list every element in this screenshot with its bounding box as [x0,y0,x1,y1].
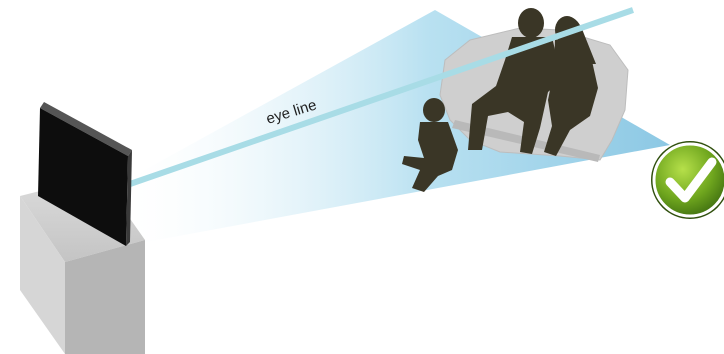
check-icon [651,141,724,219]
father-figure [518,8,544,38]
child-figure [423,98,445,122]
